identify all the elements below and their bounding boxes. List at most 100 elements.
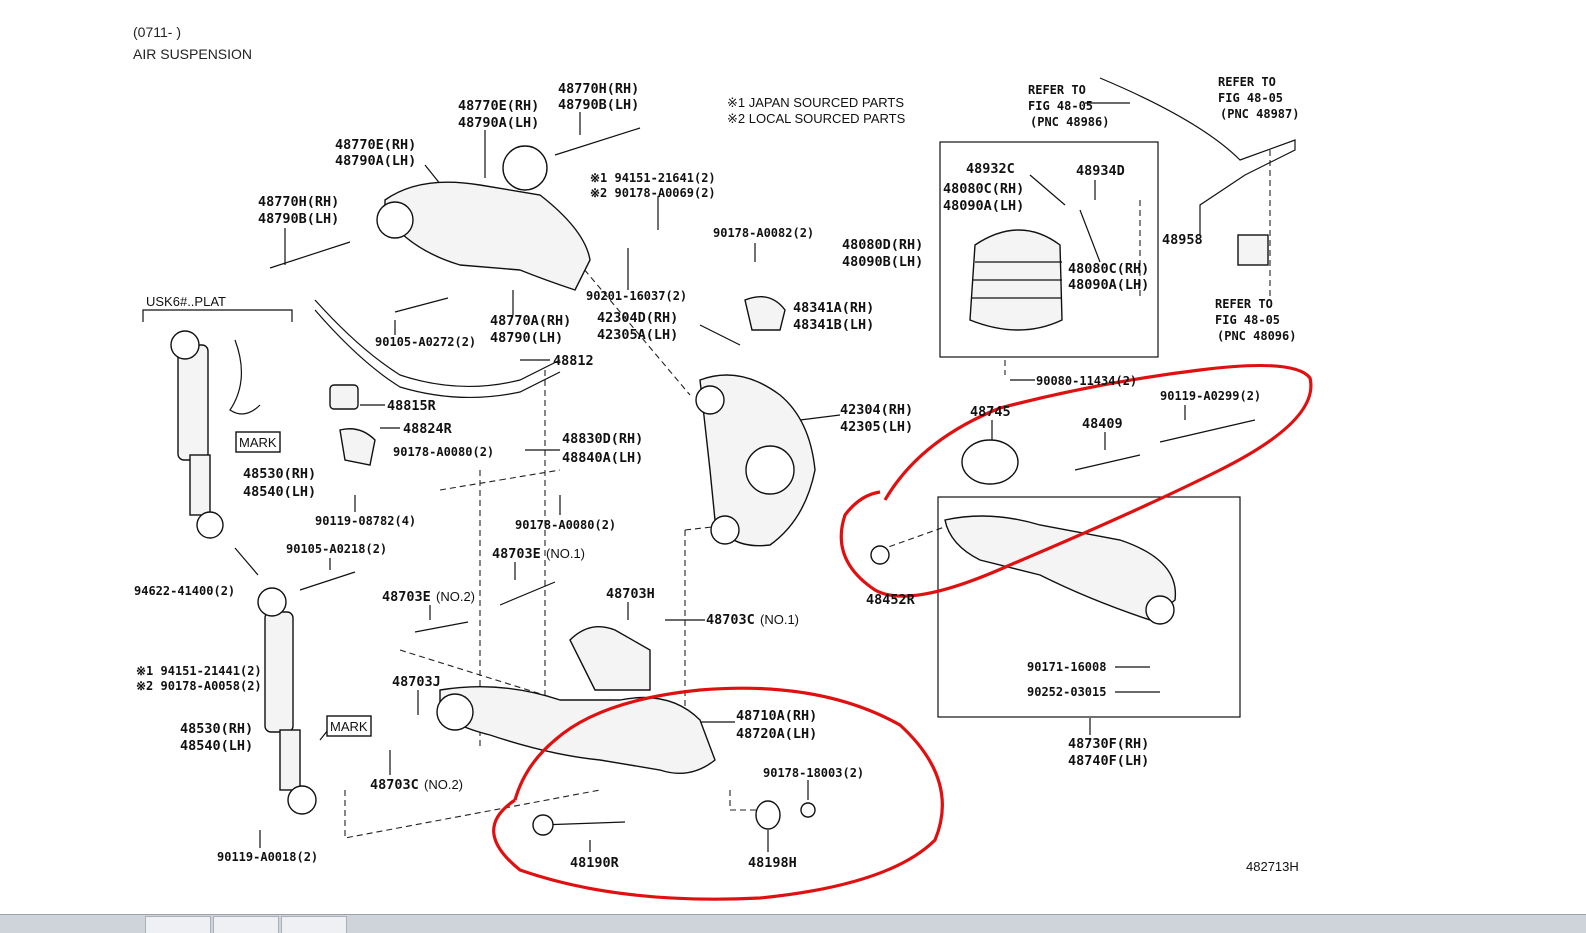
part-label: 48790A(LH) <box>458 115 539 131</box>
lower-control-arm <box>439 685 716 774</box>
part-label: 48958 <box>1162 232 1203 248</box>
part-label: 48090A(LH) <box>943 198 1024 214</box>
part-label: 48540(LH) <box>243 484 316 500</box>
svg-text:(PNC 48096): (PNC 48096) <box>1217 329 1296 343</box>
part-label: (NO.1) <box>546 546 585 561</box>
part-label: 48530(RH) <box>180 721 253 737</box>
part-label: 48812 <box>553 353 594 369</box>
part-label: 48080C(RH) <box>943 181 1024 197</box>
note-japan: ※1 JAPAN SOURCED PARTS <box>727 95 904 110</box>
part-label: 48790(LH) <box>490 330 563 346</box>
part-label: 48703H <box>606 586 655 602</box>
svg-text:REFER TO: REFER TO <box>1215 297 1273 311</box>
part-label: 48745 <box>970 404 1011 420</box>
svg-text:FIG 48-05: FIG 48-05 <box>1215 313 1280 327</box>
part-label: 48770E(RH) <box>458 98 539 114</box>
taskbar-tab[interactable] <box>281 916 347 933</box>
part-label: 42305A(LH) <box>597 327 678 343</box>
part-label: 42305(LH) <box>840 419 913 435</box>
upper-control-arm <box>384 181 591 291</box>
part-label: 90105-A0218(2) <box>286 542 387 556</box>
shock-absorber-upper <box>177 344 209 461</box>
part-label: 48703C <box>706 612 755 628</box>
part-label: 48932C <box>966 161 1015 177</box>
part-label: 48770H(RH) <box>258 194 339 210</box>
part-label: 48770E(RH) <box>335 137 416 153</box>
lower-arm-box <box>937 496 1241 718</box>
part-label: 48740F(LH) <box>1068 753 1149 769</box>
part-label: 48341A(RH) <box>793 300 874 316</box>
shock-absorber-lower <box>264 611 294 733</box>
part-label: (NO.1) <box>760 612 799 627</box>
svg-text:FIG 48-05: FIG 48-05 <box>1028 99 1093 113</box>
red-circle-upper-arm-bushing <box>839 363 1313 598</box>
part-label: 90201-16037(2) <box>586 289 687 303</box>
part-label: 48703C <box>370 777 419 793</box>
part-label: 90178-A0080(2) <box>393 445 494 459</box>
mark-label-lower: MARK <box>330 719 368 734</box>
part-label: 90252-03015 <box>1027 685 1106 699</box>
part-label: 48824R <box>403 421 453 437</box>
part-label: 48080C(RH) <box>1068 261 1149 277</box>
part-label: 48840A(LH) <box>562 450 643 466</box>
part-label: 48703J <box>392 674 441 690</box>
part-label: ※1 94151-21441(2) <box>136 664 262 678</box>
svg-text:(PNC 48987): (PNC 48987) <box>1220 107 1299 121</box>
header-title: AIR SUSPENSION <box>133 46 253 62</box>
mark-box-upper <box>235 431 281 453</box>
part-label: 90171-16008 <box>1027 660 1106 674</box>
part-label: 48703E <box>492 546 541 562</box>
mark-box-lower <box>326 715 372 737</box>
part-label: 42304(RH) <box>840 402 913 418</box>
part-label: 48341B(LH) <box>793 317 874 333</box>
mark-label-upper: MARK <box>239 435 277 450</box>
part-label: (NO.2) <box>424 777 463 792</box>
part-label: (NO.2) <box>436 589 475 604</box>
header-range: (0711- ) <box>133 24 181 40</box>
part-label: 48080D(RH) <box>842 237 923 253</box>
part-label: 48790A(LH) <box>335 153 416 169</box>
note-local: ※2 LOCAL SOURCED PARTS <box>727 111 906 126</box>
red-circle-lower-arm-bolt <box>492 686 944 901</box>
part-label: 48790B(LH) <box>558 97 639 113</box>
part-label: 90119-A0299(2) <box>1160 389 1261 403</box>
part-label: 48770A(RH) <box>490 313 571 329</box>
part-label: 90178-18003(2) <box>763 766 864 780</box>
part-label: 94622-41400(2) <box>134 584 235 598</box>
plat-label: USK6#..PLAT <box>146 294 226 309</box>
part-label: 48720A(LH) <box>736 726 817 742</box>
part-label: ※1 94151-21641(2) <box>590 171 716 185</box>
taskbar <box>0 914 1586 933</box>
part-label: 48090B(LH) <box>842 254 923 270</box>
svg-text:REFER TO: REFER TO <box>1028 83 1086 97</box>
part-label: ※2 90178-A0069(2) <box>590 186 716 200</box>
part-shapes <box>170 77 1296 836</box>
part-label: 48190R <box>570 855 620 871</box>
part-label: 48815R <box>387 398 437 414</box>
refer-block-48986: REFER TO FIG 48-05 (PNC 48986) <box>1028 83 1109 129</box>
part-label: 48830D(RH) <box>562 431 643 447</box>
part-label: 90080-11434(2) <box>1036 374 1137 388</box>
part-label: 48934D <box>1076 163 1125 179</box>
part-label: 90105-A0272(2) <box>375 335 476 349</box>
taskbar-tab[interactable] <box>213 916 279 933</box>
refer-block-48987: REFER TO FIG 48-05 (PNC 48987) <box>1218 75 1299 121</box>
part-label: 48530(RH) <box>243 466 316 482</box>
part-label: 48409 <box>1082 416 1123 432</box>
part-label: 48790B(LH) <box>258 211 339 227</box>
part-label: 90178-A0082(2) <box>713 226 814 240</box>
part-label: 48730F(RH) <box>1068 736 1149 752</box>
part-label: 42304D(RH) <box>597 310 678 326</box>
part-label: 48090A(LH) <box>1068 277 1149 293</box>
part-label: 48198H <box>748 855 797 871</box>
part-label: 48770H(RH) <box>558 81 639 97</box>
air-spring-box <box>939 141 1159 358</box>
taskbar-tab[interactable] <box>145 916 211 933</box>
part-label: 48703E <box>382 589 431 605</box>
figure-number: 482713H <box>1246 859 1299 874</box>
part-label: 90119-08782(4) <box>315 514 416 528</box>
part-label: 48452R <box>866 592 916 608</box>
svg-text:REFER TO: REFER TO <box>1218 75 1276 89</box>
svg-text:FIG 48-05: FIG 48-05 <box>1218 91 1283 105</box>
part-label: 90119-A0018(2) <box>217 850 318 864</box>
